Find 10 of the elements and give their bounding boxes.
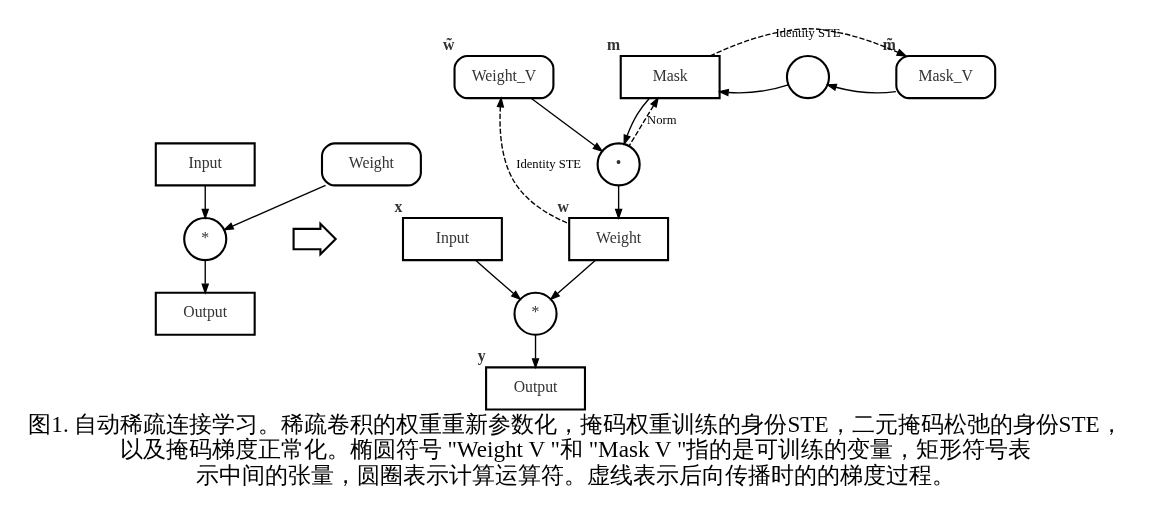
- node-label: m̃: [882, 35, 896, 53]
- node-label: w̃: [442, 35, 454, 53]
- node-label: w: [557, 197, 569, 215]
- edge-label: Identity STE: [515, 156, 581, 171]
- caption: 图1. 自动稀疏连接学习。稀疏卷积的权重重新参数化，掩码权重训练的身份STE，二元掩码松弛的身份STE，以及掩码梯度正常化。椭圆符号 "Weight V "和 "Mask V "指的是可训练的变量，矩形符号表示中间的张量，圆圈表示计算运算符。虚线表示后向传播时的的梯度过程。: [27, 411, 1123, 488]
- node-label: m: [606, 35, 620, 53]
- edge-label: Norm: [646, 112, 676, 127]
- node-label: y: [477, 347, 486, 365]
- node-label: x: [394, 197, 402, 215]
- edge-label: Identity STE: [775, 25, 840, 40]
